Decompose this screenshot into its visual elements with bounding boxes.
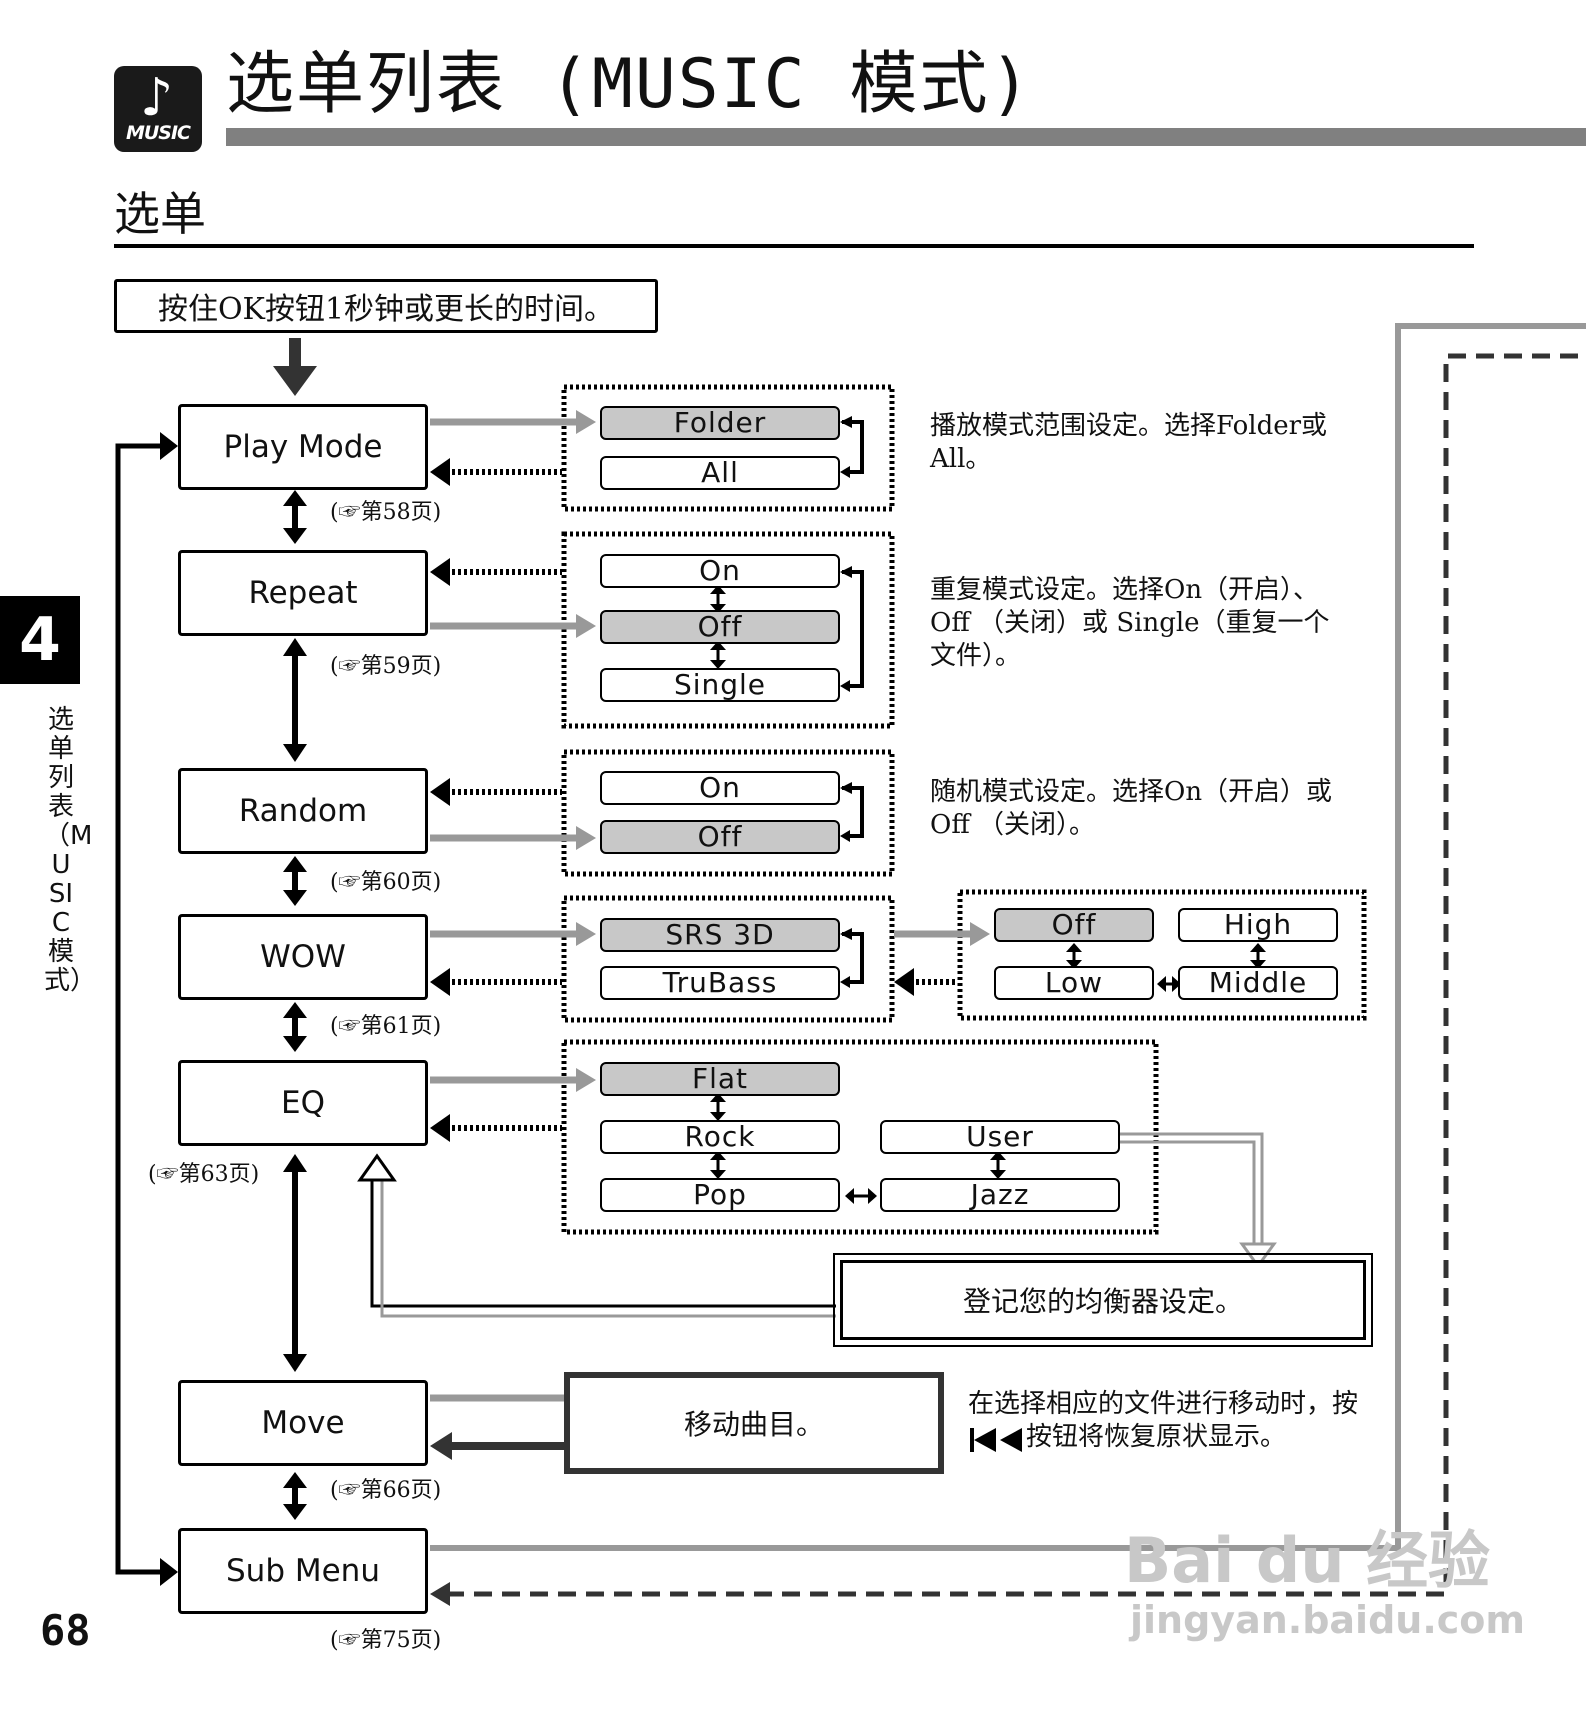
- option-all[interactable]: All: [600, 456, 840, 490]
- option-folder[interactable]: Folder: [600, 406, 840, 440]
- start-instruction: 按住OK按钮1秒钟或更长的时间。: [114, 279, 658, 333]
- menu-eq[interactable]: EQ: [178, 1060, 428, 1146]
- ref-sub-menu: (☞第75页): [330, 1628, 442, 1653]
- ref-repeat: (☞第59页): [330, 654, 442, 679]
- option-eq-user[interactable]: User: [880, 1120, 1120, 1154]
- watermark-url: jingyan.baidu.com: [1130, 1598, 1525, 1642]
- option-wow-low[interactable]: Low: [994, 966, 1154, 1000]
- menu-play-mode[interactable]: Play Mode: [178, 404, 428, 490]
- option-eq-rock[interactable]: Rock: [600, 1120, 840, 1154]
- option-repeat-on[interactable]: On: [600, 554, 840, 588]
- chapter-tab: 4: [0, 596, 80, 684]
- option-trubass[interactable]: TruBass: [600, 966, 840, 1000]
- chapter-label: 选单列表（MUSIC 模式）: [44, 705, 97, 996]
- wow-frame: [561, 895, 895, 1023]
- option-eq-pop[interactable]: Pop: [600, 1178, 840, 1212]
- desc-play-mode: 播放模式范围设定。选择Folder或 All。: [930, 411, 1328, 474]
- play-mode-frame: [561, 384, 895, 512]
- option-repeat-single[interactable]: Single: [600, 668, 840, 702]
- option-repeat-off[interactable]: Off: [600, 610, 840, 644]
- menu-move[interactable]: Move: [178, 1380, 428, 1466]
- wow-level-frame: [957, 889, 1367, 1021]
- logo-text: MUSIC: [125, 122, 191, 144]
- option-eq-jazz[interactable]: Jazz: [880, 1178, 1120, 1212]
- section-rule: [114, 244, 1474, 248]
- option-wow-high[interactable]: High: [1178, 908, 1338, 942]
- ref-wow: (☞第61页): [330, 1014, 442, 1039]
- desc-random: 随机模式设定。选择On（开启）或 Off （关闭）。: [930, 777, 1333, 840]
- watermark-brand: Bai du 经验: [1124, 1524, 1491, 1597]
- option-eq-flat[interactable]: Flat: [600, 1062, 840, 1096]
- ref-random: (☞第60页): [330, 870, 442, 895]
- skip-back-icon: [970, 1428, 1022, 1452]
- eq-frame: [561, 1039, 1159, 1235]
- music-note-icon: ♪: [140, 68, 174, 128]
- menu-sub-menu[interactable]: Sub Menu: [178, 1528, 428, 1614]
- repeat-frame: [561, 531, 895, 729]
- eq-user-register-box: 登记您的均衡器设定。: [833, 1253, 1373, 1347]
- desc-repeat: 重复模式设定。选择On（开启）、 Off （关闭）或 Single（重复一个 文…: [930, 575, 1330, 671]
- option-random-on[interactable]: On: [600, 771, 840, 805]
- option-srs-3d[interactable]: SRS 3D: [600, 918, 840, 952]
- menu-random[interactable]: Random: [178, 768, 428, 854]
- ref-eq: (☞第63页): [148, 1162, 260, 1187]
- ref-move: (☞第66页): [330, 1478, 442, 1503]
- page-title: 选单列表 (MUSIC 模式): [226, 45, 1033, 124]
- move-track-box: 移动曲目。: [564, 1372, 944, 1474]
- page-number: 68: [40, 1606, 91, 1655]
- option-wow-middle[interactable]: Middle: [1178, 966, 1338, 1000]
- menu-wow[interactable]: WOW: [178, 914, 428, 1000]
- music-mode-logo: ♪ MUSIC: [114, 66, 202, 152]
- desc-move-note: 在选择相应的文件进行移动时，按 按钮将恢复原状显示。: [968, 1389, 1359, 1452]
- option-random-off[interactable]: Off: [600, 820, 840, 854]
- section-title: 选单: [114, 187, 206, 241]
- random-frame: [561, 749, 895, 877]
- menu-repeat[interactable]: Repeat: [178, 550, 428, 636]
- ref-play-mode: (☞第58页): [330, 500, 442, 525]
- loop-line: [115, 443, 163, 1575]
- title-rule: [226, 128, 1586, 146]
- option-wow-off[interactable]: Off: [994, 908, 1154, 942]
